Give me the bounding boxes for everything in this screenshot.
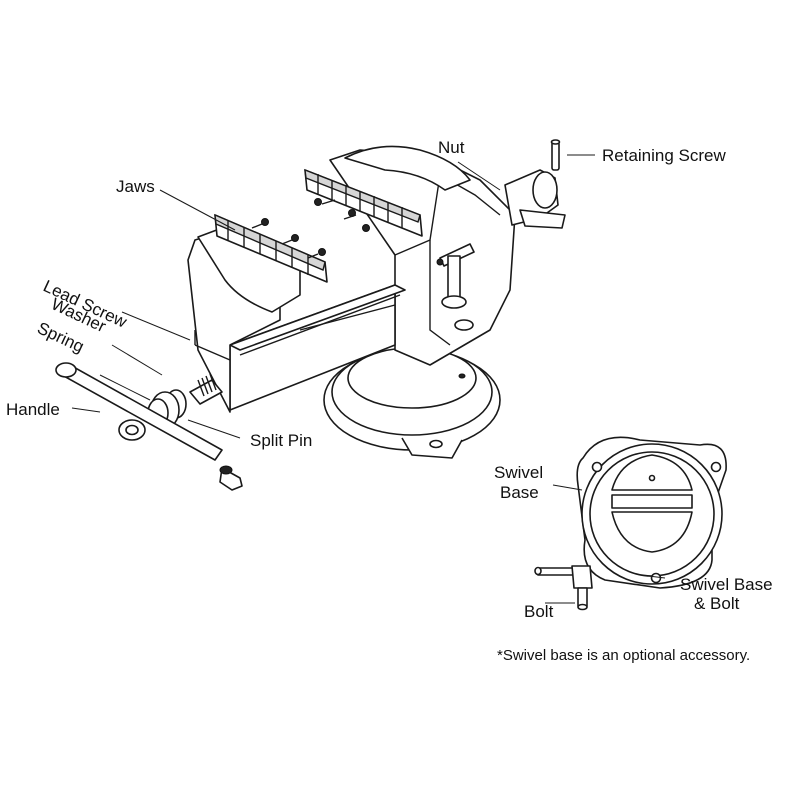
swivel-base-under-vise xyxy=(323,347,501,459)
label-jaws: Jaws xyxy=(116,177,155,196)
jaw-screw-icon xyxy=(314,198,322,206)
label-swivel-base-bolt-line2: & Bolt xyxy=(694,594,740,613)
swivel-base-detail xyxy=(576,436,727,589)
jaw-screw-icon xyxy=(362,224,370,232)
rear-jaw-teeth xyxy=(317,174,403,228)
label-nut: Nut xyxy=(438,138,465,157)
front-jaw-teeth xyxy=(227,220,309,275)
label-split-pin: Split Pin xyxy=(250,431,312,450)
vise-sliding-jaw xyxy=(187,213,406,413)
label-swivel-base-line2: Base xyxy=(500,483,539,502)
spring-coil xyxy=(197,373,217,397)
jaw-screw-icon xyxy=(261,218,269,226)
labels: Retaining Screw Nut Jaws Lead Screw Wash… xyxy=(6,138,773,664)
leader-lines xyxy=(71,154,666,604)
jaw-screw-icon xyxy=(318,248,326,256)
jaw-screw-icon xyxy=(291,234,299,242)
label-bolt: Bolt xyxy=(524,602,554,621)
footnote: *Swivel base is an optional accessory. xyxy=(497,647,750,664)
label-handle: Handle xyxy=(6,400,60,419)
label-retaining-screw: Retaining Screw xyxy=(602,146,727,165)
label-swivel-base-line1: Swivel xyxy=(494,463,543,482)
bolt-detail xyxy=(534,565,593,611)
label-swivel-base-bolt-line1: Swivel Base xyxy=(680,575,773,594)
handle xyxy=(55,362,243,491)
retaining-screw xyxy=(550,139,561,171)
vise-rear-body xyxy=(304,145,566,366)
